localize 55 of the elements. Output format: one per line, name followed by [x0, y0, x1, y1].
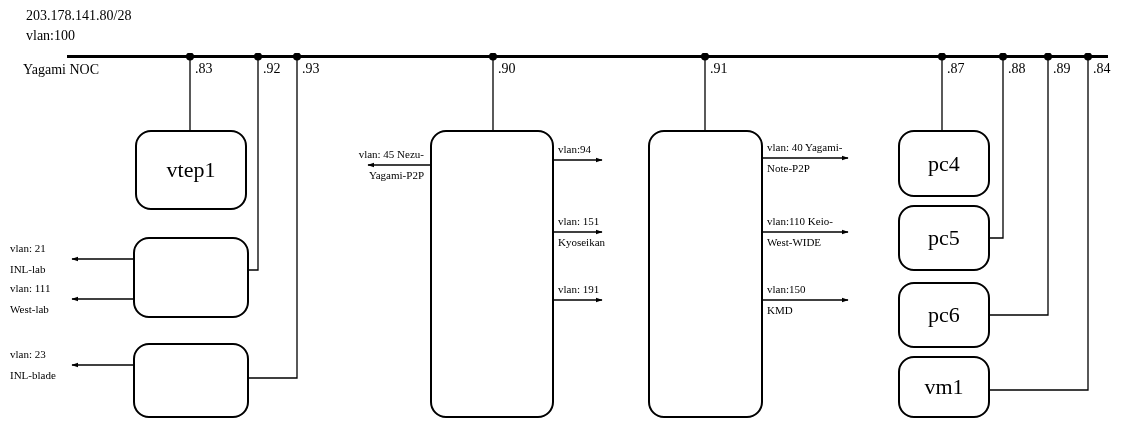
arrow [762, 155, 849, 161]
device-box [898, 282, 990, 348]
drop-line [186, 52, 194, 131]
device-box [898, 130, 990, 197]
edge-label: vlan:150 KMD [767, 282, 807, 318]
arrow [367, 162, 431, 168]
arrow [71, 296, 134, 302]
arrow [553, 157, 603, 163]
network-label: Yagami NOC [23, 61, 99, 78]
device-box [648, 130, 763, 418]
arrow [71, 362, 134, 368]
drop-line [938, 52, 946, 131]
network-label: vlan:100 [26, 27, 75, 44]
arrow [553, 229, 603, 235]
device-box [898, 356, 990, 418]
network-label: 203.178.141.80/28 [26, 7, 132, 24]
arrow [71, 256, 134, 262]
edge-label: vlan: 40 Yagami-Note-P2P [767, 140, 844, 176]
edge-label: .83 [195, 61, 213, 77]
device-name: pc5 [928, 225, 960, 251]
arrow [762, 229, 849, 235]
device-box [133, 343, 249, 418]
edge-label: vlan: 111 West-lab [10, 281, 52, 317]
drop-line [989, 52, 1007, 239]
device-box [133, 237, 249, 318]
edge-label: .84 [1093, 61, 1111, 77]
edge-label: .91 [710, 61, 728, 77]
edge-label: .90 [498, 61, 516, 77]
arrow [553, 297, 603, 303]
edge-label: vlan: 45 Nezu-Yagami-P2P [357, 147, 424, 183]
device-name: vm1 [924, 374, 964, 400]
drop-line [701, 52, 709, 131]
edge-label: .87 [947, 61, 965, 77]
edge-label: .93 [302, 61, 320, 77]
device-box [898, 205, 990, 271]
edge-label: vlan: 23 INL-blade [10, 347, 57, 383]
device-box [135, 130, 247, 210]
drop-line [989, 52, 1092, 391]
edge-label: .89 [1053, 61, 1071, 77]
drop-line [989, 52, 1052, 316]
edge-label: vlan: 151 Kyoseikan [558, 214, 607, 250]
edge-label: vlan: 191 [558, 282, 601, 297]
device-box [430, 130, 554, 418]
drop-line [248, 52, 262, 271]
device-name: pc4 [928, 150, 960, 177]
drop-line [248, 52, 301, 379]
edge-label: vlan:110 Keio-West-WIDE [767, 214, 834, 250]
arrow [762, 297, 849, 303]
edge-label: .92 [263, 61, 281, 77]
edge-label: .88 [1008, 61, 1026, 77]
device-name: pc6 [928, 302, 960, 328]
drop-line [489, 52, 497, 131]
device-name: vtep1 [166, 157, 216, 183]
edge-label: vlan:94 [558, 142, 592, 157]
network-bus-line [67, 55, 1108, 58]
